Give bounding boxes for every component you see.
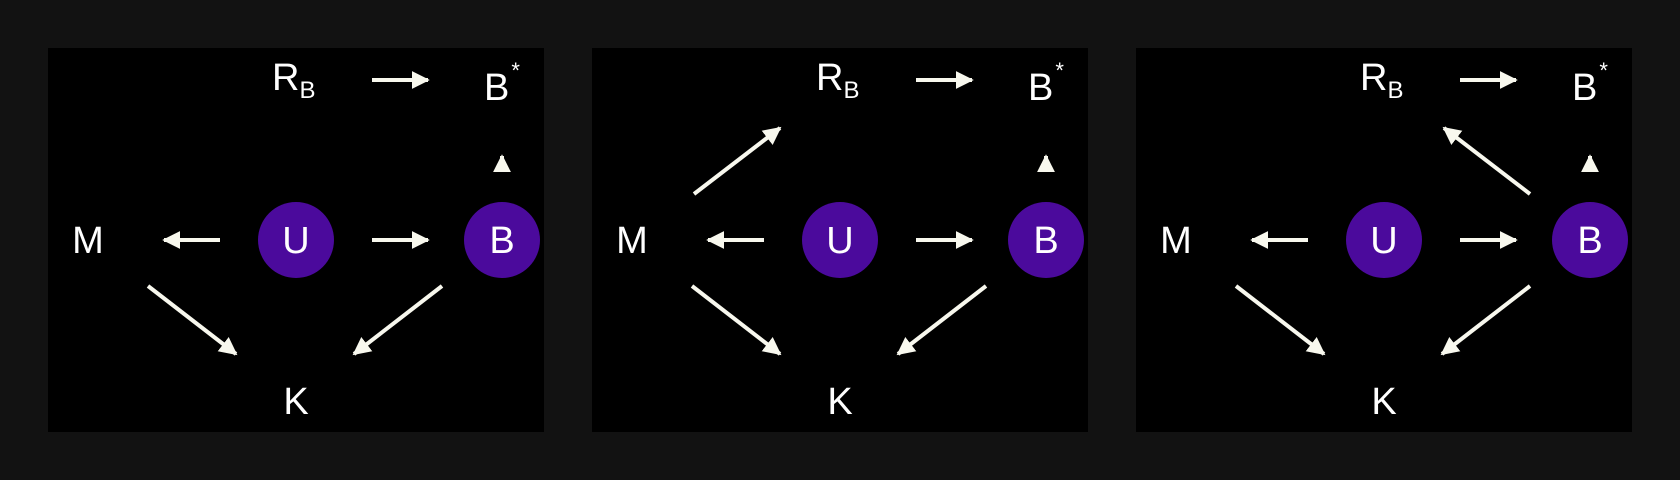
edge-m-to-k <box>1234 284 1326 356</box>
node-rb-label: RB <box>1360 57 1403 104</box>
edge-b-to-k <box>896 284 988 356</box>
diagram-panel-3: RB B* M U B K <box>1136 48 1632 432</box>
node-u-circle <box>802 202 878 278</box>
node-u-label: U <box>826 220 853 262</box>
node-k-label: K <box>283 381 308 423</box>
node-u-label: U <box>282 220 309 262</box>
node-b-circle <box>1552 202 1628 278</box>
diagram-panel-2: RB B* M U B K <box>592 48 1088 432</box>
node-m-label: M <box>72 220 104 262</box>
node-b-circle <box>1008 202 1084 278</box>
node-k-label: K <box>827 381 852 423</box>
node-bstar-label: B* <box>1572 58 1608 109</box>
node-u-label: U <box>1370 220 1397 262</box>
node-m-label: M <box>616 220 648 262</box>
node-m-label: M <box>1160 220 1192 262</box>
node-b-label: B <box>1577 220 1602 262</box>
causal-graph-3: RB B* M U B K <box>1160 57 1628 423</box>
edge-m-to-k <box>690 284 782 356</box>
edge-b-to-k <box>352 284 444 356</box>
edge-m-to-rb <box>692 126 782 196</box>
edge-b-to-k <box>1440 284 1532 356</box>
edge-b-to-rb <box>1442 126 1532 196</box>
causal-graph-2: RB B* M U B K <box>616 57 1084 423</box>
node-bstar-label: B* <box>1028 58 1064 109</box>
node-k-label: K <box>1371 381 1396 423</box>
causal-graph-1: RB B* M U B K <box>72 57 540 423</box>
node-u-circle <box>258 202 334 278</box>
diagram-panel-1: RB B* M U B K <box>48 48 544 432</box>
node-b-label: B <box>1033 220 1058 262</box>
node-rb-label: RB <box>272 57 315 104</box>
node-rb-label: RB <box>816 57 859 104</box>
node-u-circle <box>1346 202 1422 278</box>
node-b-label: B <box>489 220 514 262</box>
node-bstar-label: B* <box>484 58 520 109</box>
node-b-circle <box>464 202 540 278</box>
edge-m-to-k <box>146 284 238 356</box>
